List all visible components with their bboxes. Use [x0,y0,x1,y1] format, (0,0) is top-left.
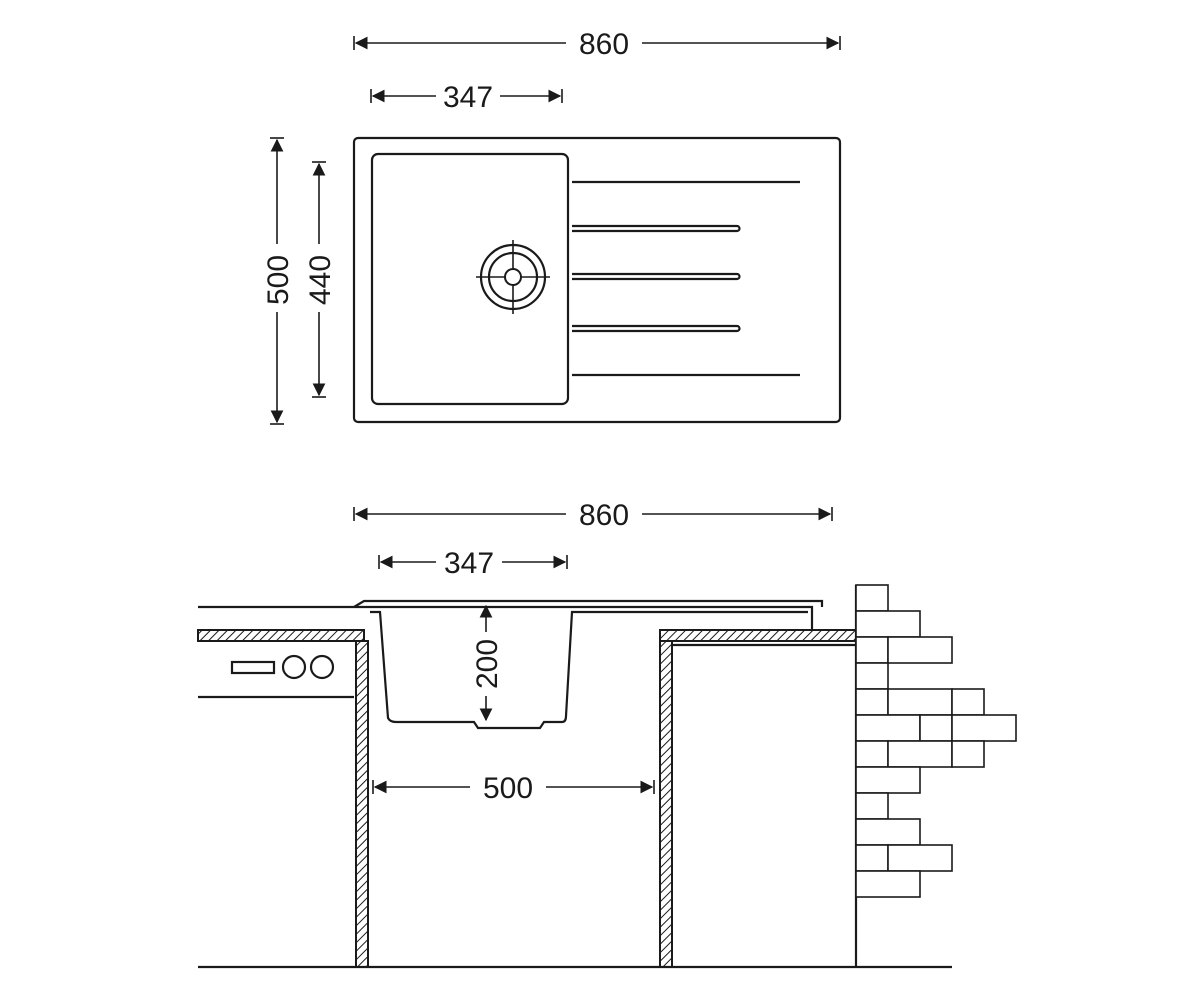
sink-bowl [370,152,570,406]
sink-profile [353,599,824,730]
left-countertop-hatch [197,629,365,642]
left-counter [197,605,365,699]
side-width-label: 860 [579,499,629,532]
brick-wall [855,584,1017,898]
top-bowl-depth-label: 440 [304,255,337,305]
cabinet-width-dimension: 500 [372,772,655,805]
side-bowl-width-dimension: 347 [378,547,568,580]
appliance-knob-1 [281,654,307,680]
top-width-dimension: 860 [353,28,841,61]
top-depth-label: 500 [262,255,295,305]
drainboard-grooves [572,180,800,377]
top-bowl-width-label: 347 [443,81,493,114]
top-bowl-width-dimension: 347 [370,81,563,114]
top-bowl-depth-dimension: 440 [304,161,337,398]
side-width-dimension: 860 [353,499,833,532]
top-width-label: 860 [579,28,629,61]
sink-outline [352,136,842,424]
top-view: 860 347 500 440 [262,28,842,425]
side-view: 860 347 [197,499,1017,969]
left-cabinet-wall [355,640,369,968]
top-depth-dimension: 500 [262,137,295,425]
bowl-height-label: 200 [471,639,504,689]
bowl-height-dimension: 200 [471,604,504,722]
appliance-knob-2 [309,654,335,680]
side-bowl-width-label: 347 [444,547,494,580]
right-cabinet-wall [659,640,673,968]
drain-icon [476,240,550,314]
appliance-display [230,660,276,675]
cabinet-width-label: 500 [483,772,533,805]
right-countertop-hatch [659,629,857,642]
